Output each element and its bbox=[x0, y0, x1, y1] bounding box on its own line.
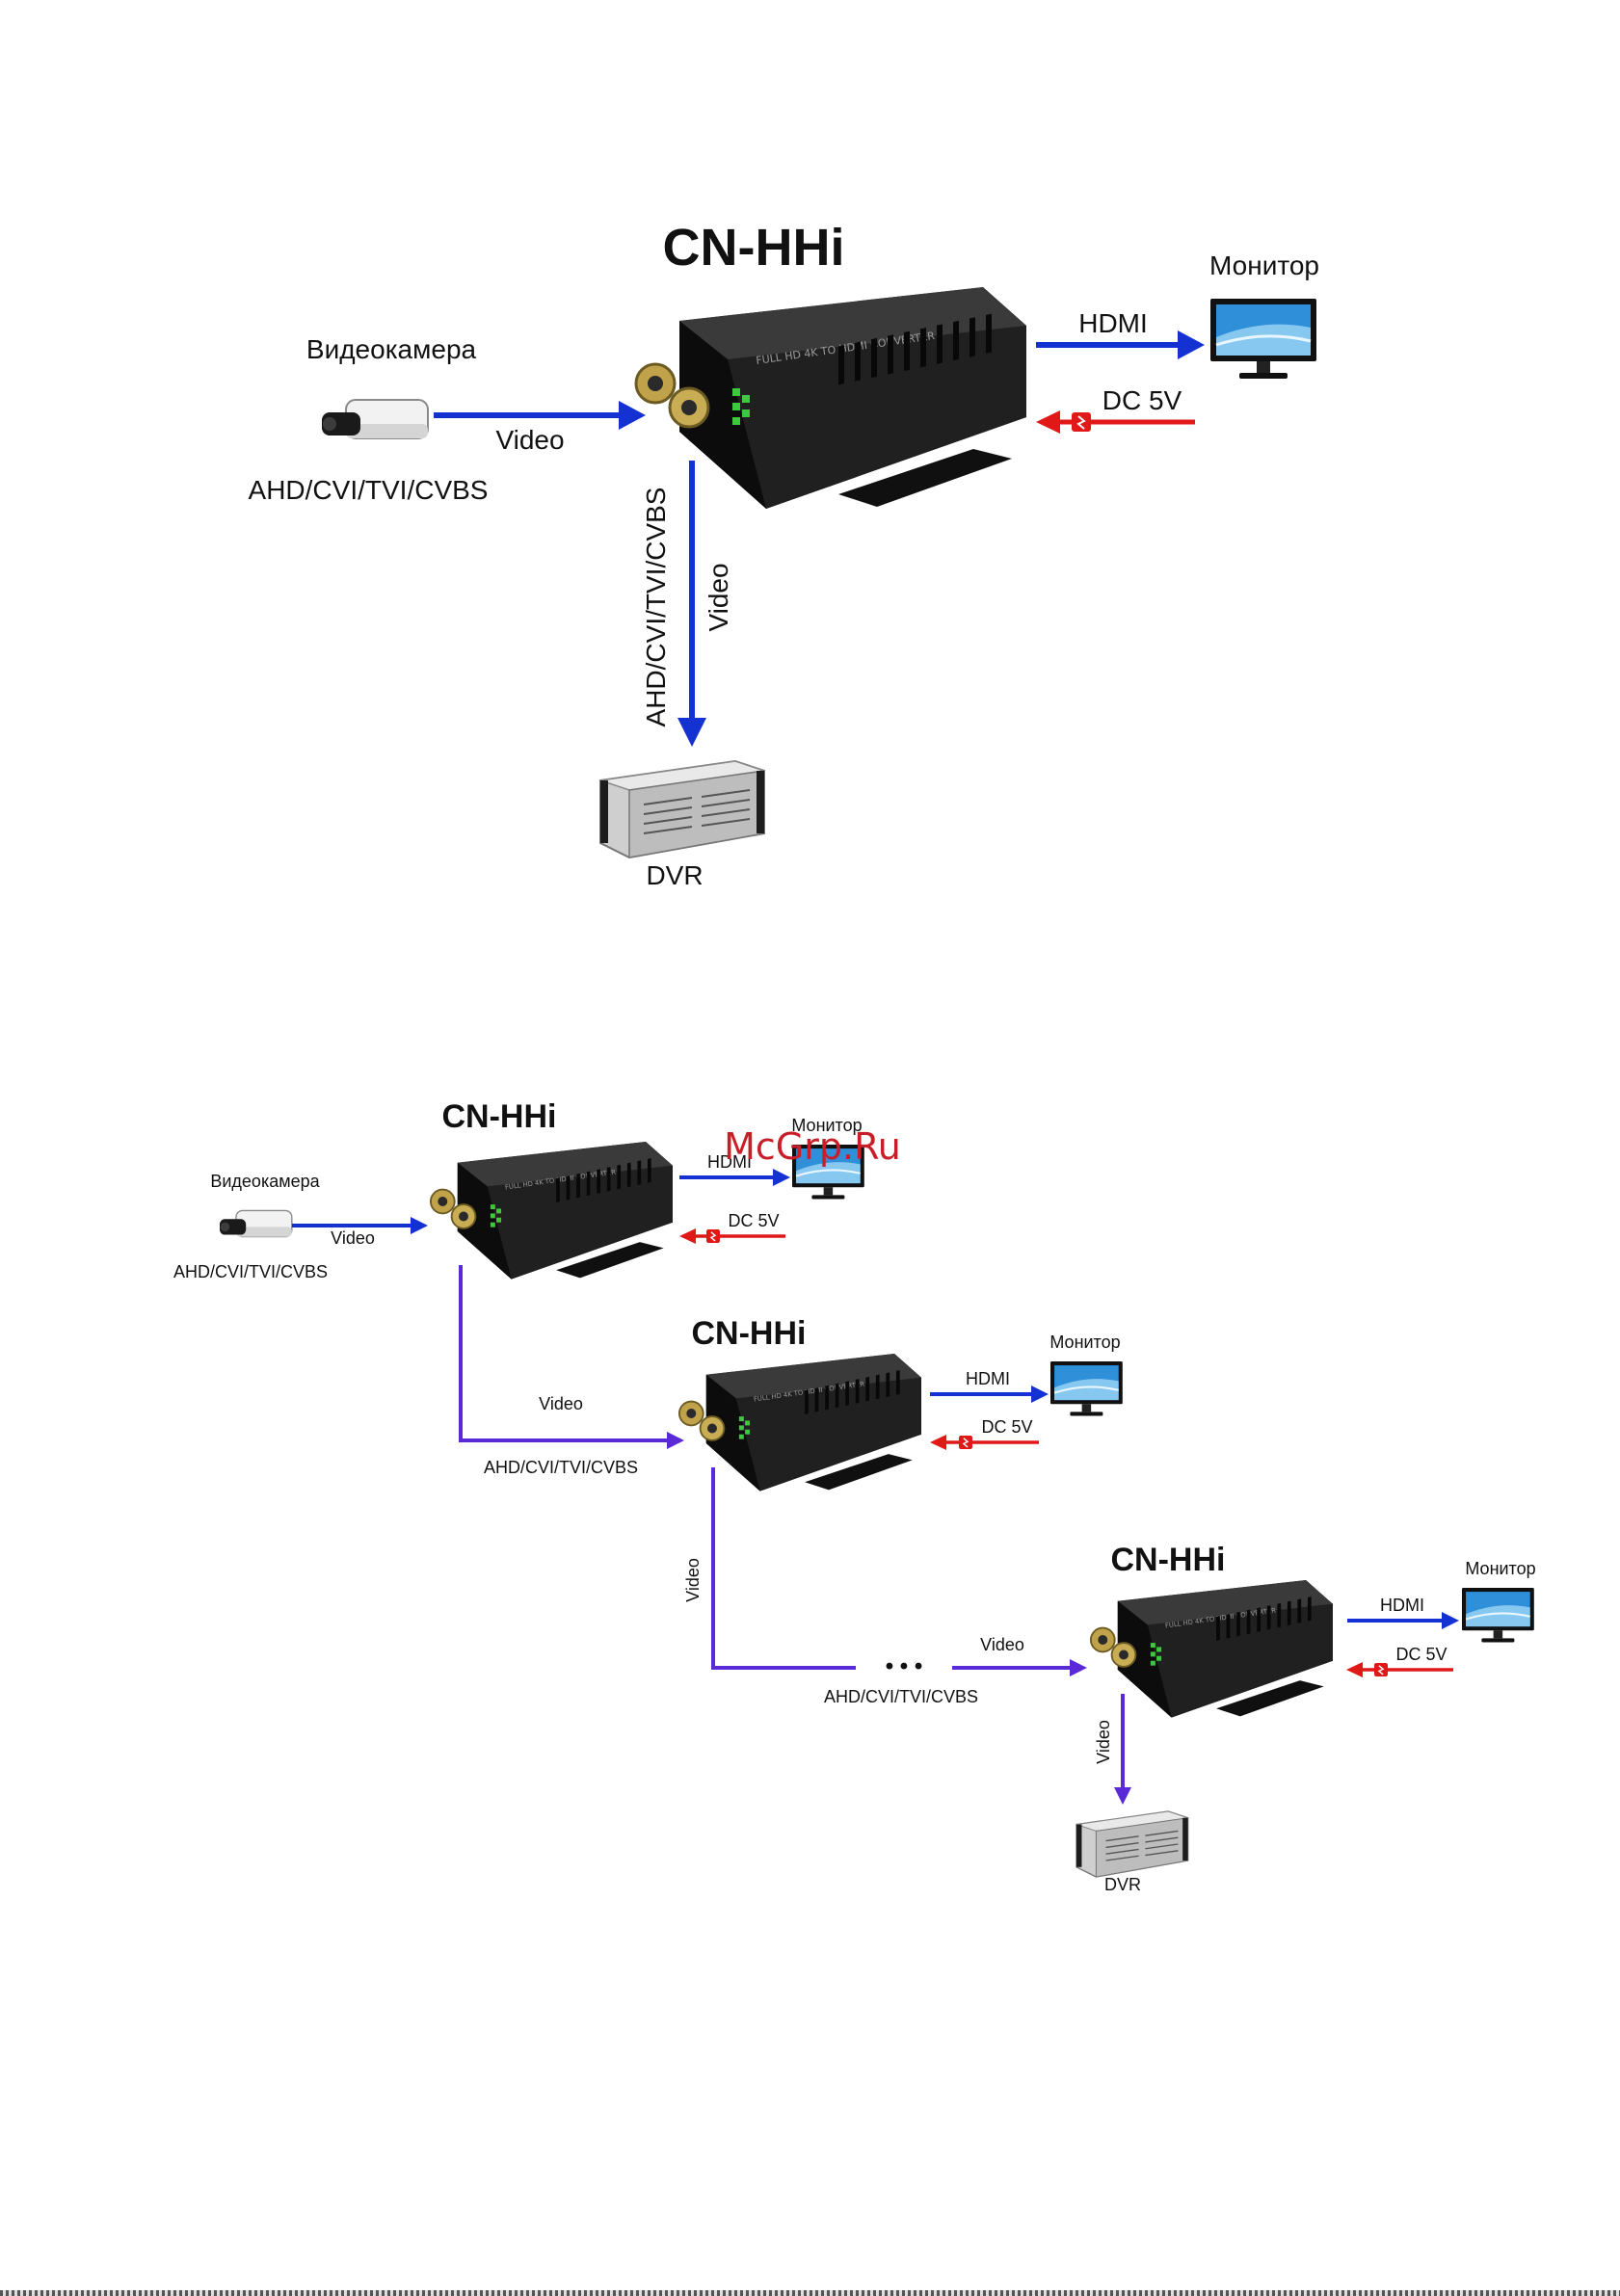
monitor-icon bbox=[1049, 1359, 1124, 1417]
link2-label: Video bbox=[683, 1558, 703, 1602]
video-in-label: Video bbox=[495, 425, 564, 455]
camera-formats-label: AHD/CVI/TVI/CVBS bbox=[249, 475, 489, 505]
hdmi-arrow bbox=[679, 1169, 790, 1186]
dvr-icon bbox=[599, 760, 765, 858]
plug-icon bbox=[1071, 411, 1092, 433]
hdmi-label: HDMI bbox=[1380, 1596, 1424, 1615]
converter-device-icon bbox=[1089, 1579, 1334, 1719]
hdmi-arrow bbox=[1036, 330, 1205, 359]
device-title: CN-HHi bbox=[1111, 1542, 1226, 1578]
monitor-label: Монитор bbox=[1049, 1333, 1120, 1352]
plug-icon bbox=[958, 1435, 973, 1450]
diagram-1: CN-HHi Видеокамера AHD/CVI/TVI/CVBS Vide… bbox=[249, 219, 1319, 890]
power-arrow bbox=[679, 1228, 785, 1244]
video-out-label: Video bbox=[704, 563, 733, 631]
power-arrow bbox=[1346, 1662, 1453, 1677]
monitor-label: Монитор bbox=[1209, 251, 1319, 280]
chain-link-2 bbox=[711, 1467, 1087, 1676]
video-out-arrow bbox=[677, 461, 706, 747]
converter-device-icon bbox=[677, 1353, 922, 1492]
camera-formats-label: AHD/CVI/TVI/CVBS bbox=[173, 1262, 328, 1281]
diagram-2: CN-HHi Видеокамера AHD/CVI/TVI/CVBS Vide… bbox=[173, 1098, 1536, 1894]
converter-device-icon bbox=[429, 1141, 674, 1280]
camera-icon bbox=[219, 1209, 293, 1238]
dvr-icon bbox=[1076, 1810, 1189, 1878]
camera-icon bbox=[321, 399, 429, 439]
camera-label: Видеокамера bbox=[306, 334, 477, 364]
video-in-arrow bbox=[292, 1217, 428, 1234]
monitor-icon bbox=[1208, 297, 1318, 381]
dvr-label: DVR bbox=[1104, 1875, 1141, 1894]
device-title: CN-HHi bbox=[663, 219, 845, 277]
power-arrow bbox=[1036, 410, 1195, 434]
device-title: CN-HHi bbox=[692, 1315, 807, 1352]
camera-label: Видеокамера bbox=[210, 1172, 320, 1191]
page-bottom-border bbox=[0, 2290, 1620, 2296]
monitor-icon bbox=[1460, 1586, 1535, 1644]
monitor-label: Монитор bbox=[791, 1116, 862, 1135]
ellipsis: • • • bbox=[886, 1653, 923, 1679]
video-in-label: Video bbox=[331, 1228, 375, 1248]
chain-link-1 bbox=[459, 1265, 684, 1449]
monitor-label: Монитор bbox=[1465, 1559, 1535, 1578]
power-label: DC 5V bbox=[981, 1417, 1032, 1437]
plug-icon bbox=[705, 1228, 721, 1244]
hdmi-label: HDMI bbox=[966, 1369, 1010, 1388]
dvr-label: DVR bbox=[646, 860, 703, 890]
link1-label: Video bbox=[539, 1394, 583, 1413]
hdmi-arrow bbox=[1347, 1612, 1459, 1629]
link1-formats-label: AHD/CVI/TVI/CVBS bbox=[484, 1458, 638, 1477]
hdmi-label: HDMI bbox=[1078, 308, 1148, 338]
power-label: DC 5V bbox=[1395, 1645, 1447, 1664]
power-label: DC 5V bbox=[1102, 385, 1182, 415]
plug-icon bbox=[1373, 1662, 1389, 1677]
video-out-label: Video bbox=[1094, 1720, 1113, 1764]
video-in-arrow bbox=[434, 401, 646, 430]
link3-formats-label: AHD/CVI/TVI/CVBS bbox=[824, 1687, 978, 1706]
power-arrow bbox=[930, 1435, 1039, 1450]
watermark-text: McGrp.Ru bbox=[724, 1125, 901, 1168]
device-title: CN-HHi bbox=[442, 1098, 557, 1135]
hdmi-label: HDMI bbox=[707, 1152, 752, 1172]
out-formats-label: AHD/CVI/TVI/CVBS bbox=[641, 488, 671, 727]
hdmi-arrow bbox=[930, 1386, 1049, 1403]
link3-label: Video bbox=[980, 1635, 1024, 1654]
power-label: DC 5V bbox=[728, 1211, 779, 1230]
video-out-arrow bbox=[1114, 1694, 1131, 1805]
